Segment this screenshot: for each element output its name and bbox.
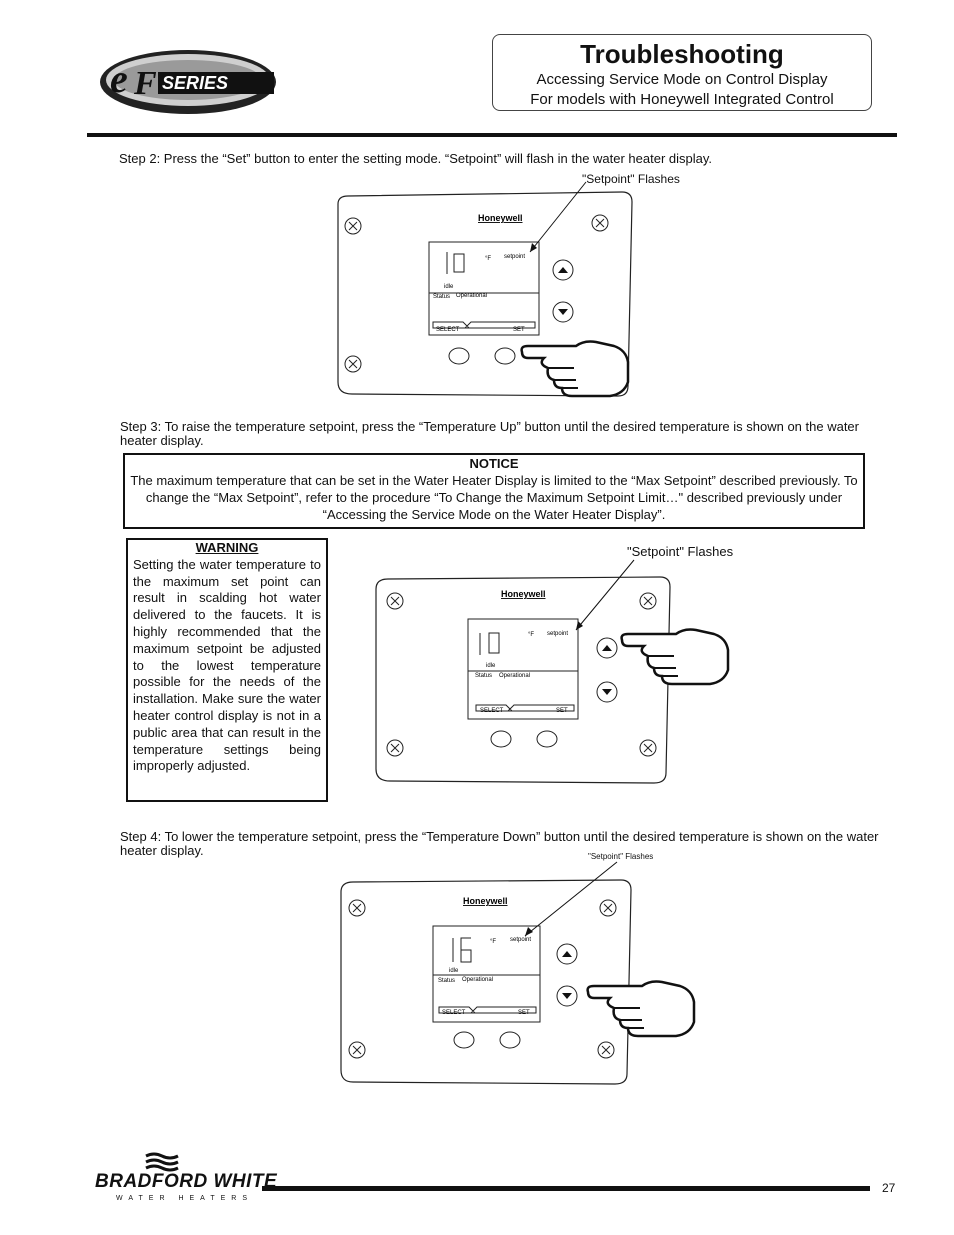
svg-text:SERIES: SERIES <box>162 73 228 93</box>
callout-arrow-1 <box>529 181 587 253</box>
notice-box: NOTICE The maximum temperature that can … <box>123 453 865 529</box>
svg-text:Operational: Operational <box>456 293 487 299</box>
subtitle-line2: For models with Honeywell Integrated Con… <box>530 91 834 108</box>
step4-callout: "Setpoint" Flashes <box>588 852 654 861</box>
warning-box: WARNING Setting the water temperature to… <box>126 538 328 802</box>
svg-text:idle: idle <box>449 968 459 974</box>
svg-text:°F: °F <box>528 632 534 638</box>
step3-callout: "Setpoint" Flashes <box>627 544 734 559</box>
pointing-hand-icon <box>620 628 730 686</box>
svg-text:Status: Status <box>433 294 450 300</box>
svg-text:°F: °F <box>485 256 491 262</box>
svg-text:idle: idle <box>444 284 454 290</box>
svg-text:Status: Status <box>438 978 455 984</box>
step4-text: Step 4: To lower the temperature setpoin… <box>120 829 879 858</box>
svg-text:Status: Status <box>475 673 492 679</box>
svg-text:SET: SET <box>518 1010 530 1016</box>
svg-text:setpoint: setpoint <box>510 937 531 943</box>
step3-text: Step 3: To raise the temperature setpoin… <box>120 419 859 448</box>
bradford-white-logo: BRADFORD WHITE <box>95 1171 278 1192</box>
header-rule <box>87 133 897 137</box>
callout-arrow-3 <box>524 861 618 937</box>
svg-text:Honeywell: Honeywell <box>463 896 508 906</box>
svg-text:Honeywell: Honeywell <box>501 589 546 599</box>
svg-text:SET: SET <box>556 708 568 714</box>
svg-text:Operational: Operational <box>499 673 530 679</box>
title-box: Troubleshooting Accessing Service Mode o… <box>492 34 872 111</box>
svg-text:idle: idle <box>486 663 496 669</box>
svg-text:SELECT: SELECT <box>436 327 460 333</box>
page-number: 27 <box>882 1181 896 1195</box>
svg-text:Honeywell: Honeywell <box>478 213 523 223</box>
svg-text:setpoint: setpoint <box>547 631 568 637</box>
notice-body: The maximum temperature that can be set … <box>130 473 858 522</box>
svg-text:SELECT: SELECT <box>480 708 504 714</box>
notice-title: NOTICE <box>469 456 519 471</box>
svg-text:F: F <box>133 65 157 102</box>
ef-series-logo: e F SERIES <box>96 40 286 120</box>
subtitle-line1: Accessing Service Mode on Control Displa… <box>536 71 828 88</box>
step2-callout: "Setpoint" Flashes <box>582 172 680 186</box>
control-panel-1: Honeywell °F setpoint idle Status Operat… <box>330 190 640 400</box>
svg-text:e: e <box>110 56 128 101</box>
warning-body: Setting the water temperature to the max… <box>133 556 321 774</box>
control-panel-2: Honeywell °F setpoint idle Status Operat… <box>368 575 676 787</box>
bradford-white-flag-icon <box>145 1152 179 1172</box>
pointing-hand-icon <box>586 980 696 1038</box>
warning-title: WARNING <box>195 540 259 555</box>
step2-text: Step 2: Press the “Set” button to enter … <box>119 151 713 166</box>
page-title: Troubleshooting <box>580 39 784 69</box>
bradford-white-sub: WATER HEATERS <box>116 1195 253 1202</box>
svg-text:Operational: Operational <box>462 977 493 983</box>
control-panel-3: Honeywell °F setpoint idle Status Operat… <box>335 878 635 1088</box>
pointing-hand-icon <box>520 340 630 398</box>
svg-text:setpoint: setpoint <box>504 254 525 260</box>
footer-rule <box>262 1186 870 1191</box>
svg-text:°F: °F <box>490 939 496 945</box>
svg-text:SELECT: SELECT <box>442 1010 466 1016</box>
svg-text:SET: SET <box>513 327 525 333</box>
callout-arrow-2 <box>575 559 635 631</box>
